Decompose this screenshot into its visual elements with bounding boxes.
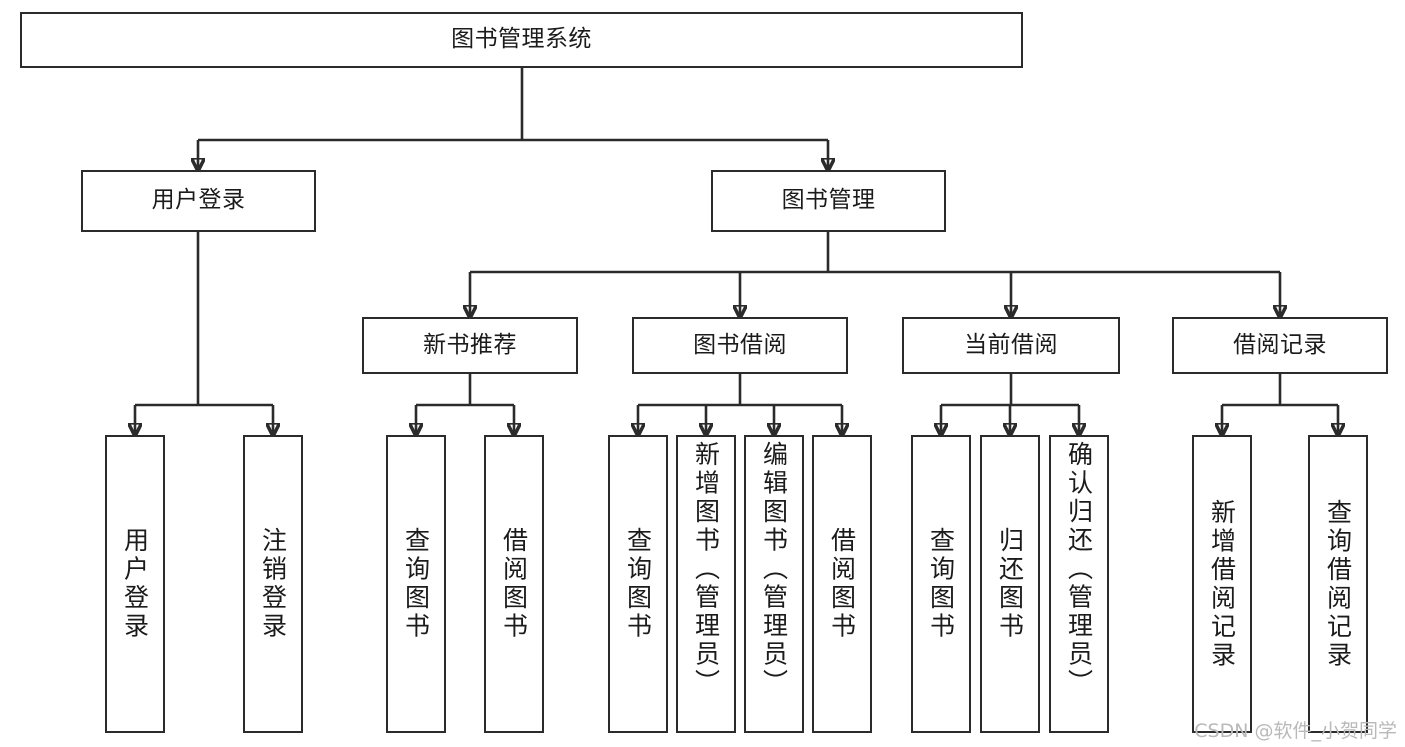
node-label: 用户登录 bbox=[120, 527, 150, 641]
node-leaf-user-login[interactable]: 用户登录 bbox=[105, 435, 165, 733]
node-label: 新书推荐 bbox=[423, 331, 517, 358]
node-leaf-logout[interactable]: 注销登录 bbox=[243, 435, 303, 733]
node-label: 编辑图书（管理员） bbox=[759, 441, 789, 698]
node-label: 新增借阅记录 bbox=[1207, 498, 1237, 670]
node-label: 图书借阅 bbox=[693, 331, 787, 358]
node-current-borrow[interactable]: 当前借阅 bbox=[902, 317, 1120, 374]
node-leaf-edit-book-admin[interactable]: 编辑图书（管理员） bbox=[744, 435, 804, 733]
node-borrow-record[interactable]: 借阅记录 bbox=[1172, 317, 1388, 374]
node-label: 借阅记录 bbox=[1233, 331, 1327, 358]
node-label: 查询图书 bbox=[401, 527, 431, 641]
node-label: 查询图书 bbox=[623, 527, 653, 641]
node-leaf-borrow-book[interactable]: 借阅图书 bbox=[812, 435, 872, 733]
node-leaf-query-book-recommend[interactable]: 查询图书 bbox=[386, 435, 446, 733]
node-leaf-query-book-current[interactable]: 查询图书 bbox=[911, 435, 971, 733]
node-leaf-return-book[interactable]: 归还图书 bbox=[980, 435, 1040, 733]
node-user-login[interactable]: 用户登录 bbox=[81, 170, 316, 232]
node-label: 当前借阅 bbox=[964, 331, 1058, 358]
csdn-watermark: CSDN @软件_小贺同学 bbox=[1194, 720, 1397, 742]
node-label: 查询借阅记录 bbox=[1323, 498, 1353, 670]
node-root-book-management-system[interactable]: 图书管理系统 bbox=[20, 12, 1023, 68]
node-book-management[interactable]: 图书管理 bbox=[711, 170, 946, 232]
node-label: 借阅图书 bbox=[499, 527, 529, 641]
node-label: 确认归还（管理员） bbox=[1064, 441, 1094, 698]
node-leaf-add-book-admin[interactable]: 新增图书（管理员） bbox=[676, 435, 736, 733]
node-leaf-add-borrow-record[interactable]: 新增借阅记录 bbox=[1192, 435, 1252, 733]
node-label: 查询图书 bbox=[926, 527, 956, 641]
node-new-book-recommend[interactable]: 新书推荐 bbox=[362, 317, 578, 374]
node-label: 注销登录 bbox=[258, 527, 288, 641]
node-label: 图书管理 bbox=[781, 187, 876, 214]
node-label: 归还图书 bbox=[995, 527, 1025, 641]
node-leaf-query-borrow-record[interactable]: 查询借阅记录 bbox=[1308, 435, 1368, 733]
node-leaf-confirm-return-admin[interactable]: 确认归还（管理员） bbox=[1049, 435, 1109, 733]
node-leaf-query-book[interactable]: 查询图书 bbox=[608, 435, 668, 733]
node-label: 新增图书（管理员） bbox=[691, 441, 721, 698]
node-leaf-borrow-book-recommend[interactable]: 借阅图书 bbox=[484, 435, 544, 733]
node-book-borrow[interactable]: 图书借阅 bbox=[632, 317, 848, 374]
node-label: 借阅图书 bbox=[827, 527, 857, 641]
node-label: 图书管理系统 bbox=[451, 26, 592, 53]
node-label: 用户登录 bbox=[151, 187, 246, 214]
